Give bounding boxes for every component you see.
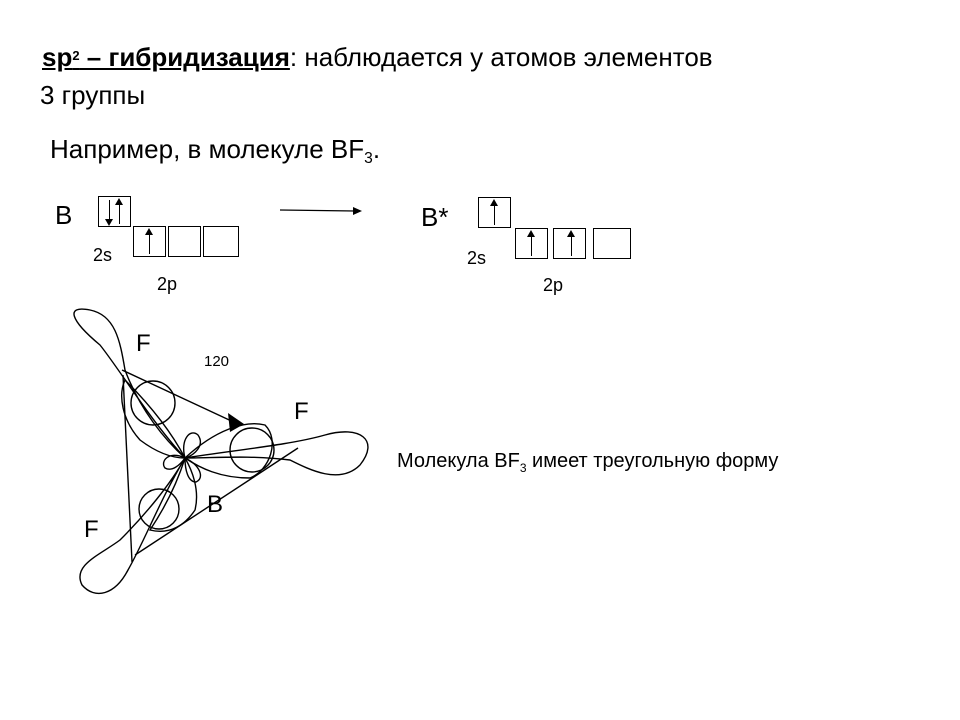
fluorine-bottom-label: F	[84, 516, 99, 543]
label-2s: 2s	[93, 245, 113, 265]
orbital-lobes-icon	[73, 308, 369, 595]
orbital-2p-cell-1	[133, 226, 166, 257]
heading-sp: sp2 – гибридизация	[42, 42, 290, 72]
angle-label: 120	[204, 353, 230, 370]
orbital-2p-cell-1-excited	[515, 228, 548, 259]
angle-arrow-icon	[228, 413, 244, 432]
spin-up-arrow-icon	[527, 230, 535, 256]
orbital-2p-cell-2-excited	[553, 228, 586, 259]
example-line: Например, в молекуле BF3.	[50, 134, 381, 167]
orbital-2s-cell	[98, 196, 131, 227]
heading-colon-text: : наблюдается у атомов элементов	[289, 42, 713, 72]
spin-up-arrow-icon	[567, 230, 575, 256]
orbital-2p-cell-2	[168, 226, 201, 257]
atom-b-excited-label: B*	[421, 202, 449, 232]
molecule-caption: Молекула BF3 имеет треугольную форму	[397, 450, 779, 475]
orbital-2p-cell-3-excited	[593, 228, 631, 259]
spin-up-arrow-icon	[145, 228, 153, 254]
label-2p-excited: 2p	[543, 275, 564, 295]
orbital-2s-cell-excited	[478, 197, 511, 228]
boron-center-label: B	[207, 491, 224, 518]
label-2p: 2p	[157, 274, 178, 294]
fluorine-top-label: F	[136, 330, 151, 357]
fluorine-right-label: F	[294, 398, 309, 425]
heading-line-1: sp2 – гибридизация: наблюдается у атомов…	[42, 42, 713, 73]
transition-arrow-icon	[279, 207, 362, 215]
spin-down-arrow-icon	[105, 200, 113, 226]
spin-up-arrow-icon	[115, 198, 123, 224]
orbital-2p-cell-3	[203, 226, 239, 257]
heading-line-2: 3 группы	[40, 80, 146, 110]
atom-b-label: B	[55, 200, 73, 230]
spin-up-arrow-icon	[490, 199, 498, 225]
label-2s-excited: 2s	[467, 248, 487, 268]
